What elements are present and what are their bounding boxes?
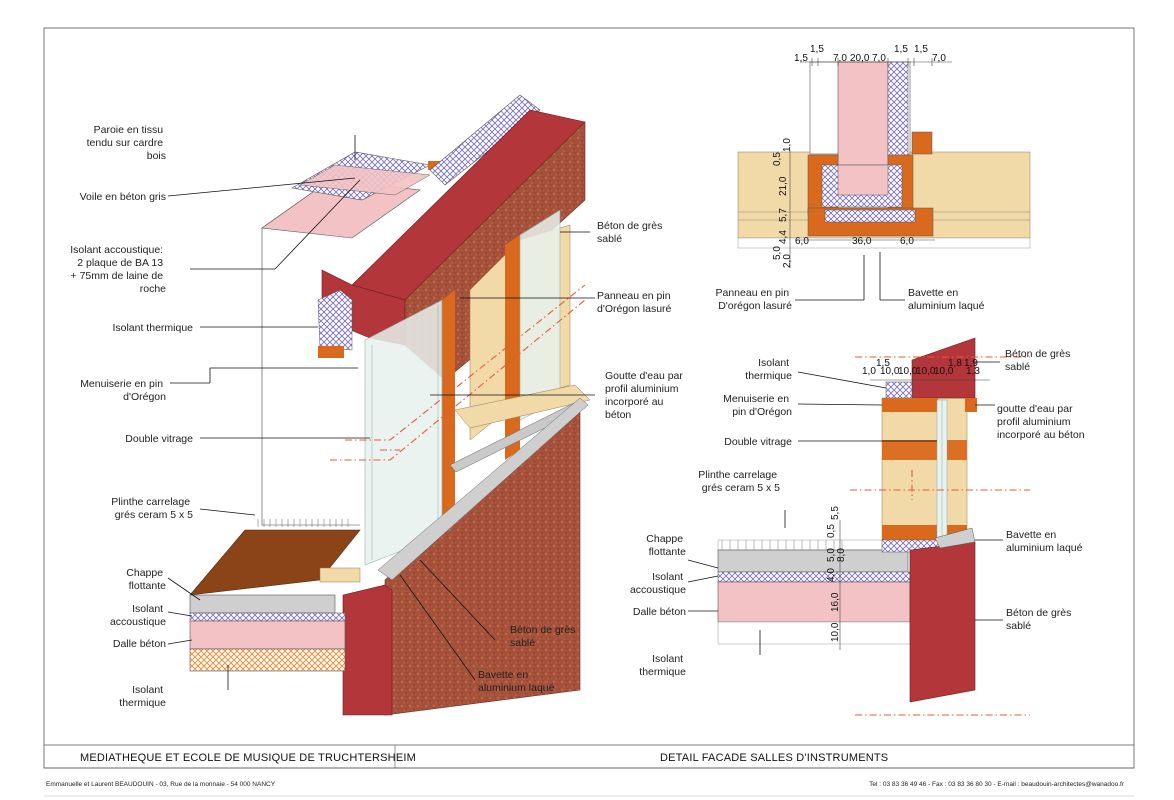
sec-label-plinthe: Plinthe carrelage grés ceram 5 x 5 [698,469,780,494]
axo-labels: Paroie en tissu tendu sur cardre bois Vo… [70,124,686,709]
label-plinthe: Plinthe carrelage grés ceram 5 x 5 [111,496,193,521]
plan-label-bavette: Bavette en aluminium laqué [908,287,985,312]
label-paroie: Paroie en tissu tendu sur cardre bois [87,124,166,162]
plan-dim-top-5: 1,5 [894,44,908,55]
label-chappe: Chappe flottante [126,567,166,592]
sec-dim-top-2: 10,0 [880,366,900,377]
label-isolant-acoustique: Isolant accoustique: 2 plaque de BA 13 +… [70,244,166,295]
plan-dims: 1,5 1,5 7,0 20,0 7,0 1,5 1,5 7,0 6,0 36,… [716,44,985,312]
plan-dim-bottom-2: 6,0 [900,236,914,247]
sec-label-double-vitrage: Double vitrage [724,436,792,448]
sec-dim-top-7: 1,9 [964,358,978,369]
sec-dim-top-6: 1,8 [948,358,962,369]
label-isolant-thermique: Isolant thermique [112,322,193,334]
sec-label-isolant-th2: Isolant thermique [639,653,686,678]
label-panneau: Panneau en pin d'Orégon lasuré [597,290,674,315]
contact-line: Tel : 03 83 36 49 46 - Fax : 03 83 36 80… [869,781,1125,788]
plan-dim-top-3: 20,0 [850,53,870,64]
label-dalle: Dalle béton [113,638,166,650]
plan-dim-top-4: 7,0 [872,53,886,64]
label-goutte: Goutte d'eau par profil aluminium incorp… [605,370,686,421]
plan-dim-top-2: 7,0 [833,53,847,64]
plan-dim-bottom-1: 36,0 [852,236,872,247]
sec-label-dalle: Dalle béton [633,606,686,618]
sec-label-beton-gres-bot: Béton de grès sablé [1006,607,1074,632]
plan-dim-top-6: 1,5 [914,44,928,55]
architect-line: Emmanuelle et Laurent BEAUDOUIN - 03, Ru… [46,781,276,788]
plan-dim-top-0: 1,5 [794,53,808,64]
sec-dim-top-3: 10,0 [898,366,918,377]
plan-dim-top-7: 7,0 [932,53,946,64]
plan-dim-left-1: 1,0 [782,138,793,152]
label-bavette: Bavette en aluminium laqué [478,669,555,694]
sec-label-beton-gres-top: Béton de grès sablé [1005,348,1073,373]
sec-dim-v-2: 5,0 [826,548,837,562]
project-title: MEDIATHEQUE ET ECOLE DE MUSIQUE DE TRUCH… [80,752,416,764]
sec-dim-v-6: 10,0 [830,622,841,642]
plan-dim-top-1: 1,5 [810,44,824,55]
sec-dim-top-8: 1,3 [966,366,980,377]
sec-dim-top-1: 1,0 [862,366,876,377]
section-dims: 1,5 1,0 10,0 10,0 10,0 10,0 1,8 1,9 1,3 … [826,358,980,642]
sec-label-chappe: Chappe flottante [646,533,686,558]
label-voile: Voile en béton gris [80,191,166,203]
sec-label-menuiserie: Menuiserie en pin d'Orégon [723,393,792,418]
sec-label-isolant-thermique: Isolant thermique [745,357,792,382]
plan-label-panneau: Panneau en pin D'orégon lasuré [716,287,793,312]
sec-label-goutte: goutte d'eau par profil aluminium incorp… [997,403,1085,441]
plan-dim-left-0: 0,5 [772,152,783,166]
label-beton-gres-top: Béton de grès sablé [597,220,665,245]
sec-label-bavette: Bavette en aluminium laqué [1006,529,1083,554]
plan-dim-left-4: 4,4 [778,230,789,244]
axo-leaders [167,135,595,690]
sec-dim-top-4: 10,0 [916,366,936,377]
axonometric-view [189,94,591,716]
plan-dim-left-2: 21,0 [778,176,789,196]
sec-dim-v-0: 0,5 [826,524,837,538]
label-isolant-th2: Isolant thermique [119,684,166,709]
plan-dim-left-3: 5,7 [778,208,789,222]
section-leaders [687,361,1003,655]
sheet-title: DETAIL FACADE SALLES D'INSTRUMENTS [660,752,888,764]
sec-dim-top-5: 10,0 [934,366,954,377]
label-double-vitrage: Double vitrage [125,433,193,445]
sec-dim-v-1: 5,5 [830,506,841,520]
label-menuiserie: Menuiserie en pin d'Orégon [80,378,166,403]
plan-dim-left-6: 2,0 [782,254,793,268]
plan-dim-left-5: 5,0 [772,246,783,260]
plan-view [737,58,1031,301]
plan-dim-bottom-0: 6,0 [795,236,809,247]
sec-dim-v-5: 16,0 [830,592,841,612]
sec-dim-v-3: 8,0 [836,548,847,562]
sec-dim-v-4: 4,0 [826,568,837,582]
sec-label-isolant-acc: Isolant accoustique [630,571,686,596]
label-isolant-acc2: Isolant accoustique [110,603,166,628]
section-labels: Isolant thermique Menuiserie en pin d'Or… [630,348,1085,678]
label-beton-gres-bot: Béton de grès sablé [510,624,578,649]
sec-dim-top-0: 1,5 [876,358,890,369]
section-view [717,337,1030,716]
